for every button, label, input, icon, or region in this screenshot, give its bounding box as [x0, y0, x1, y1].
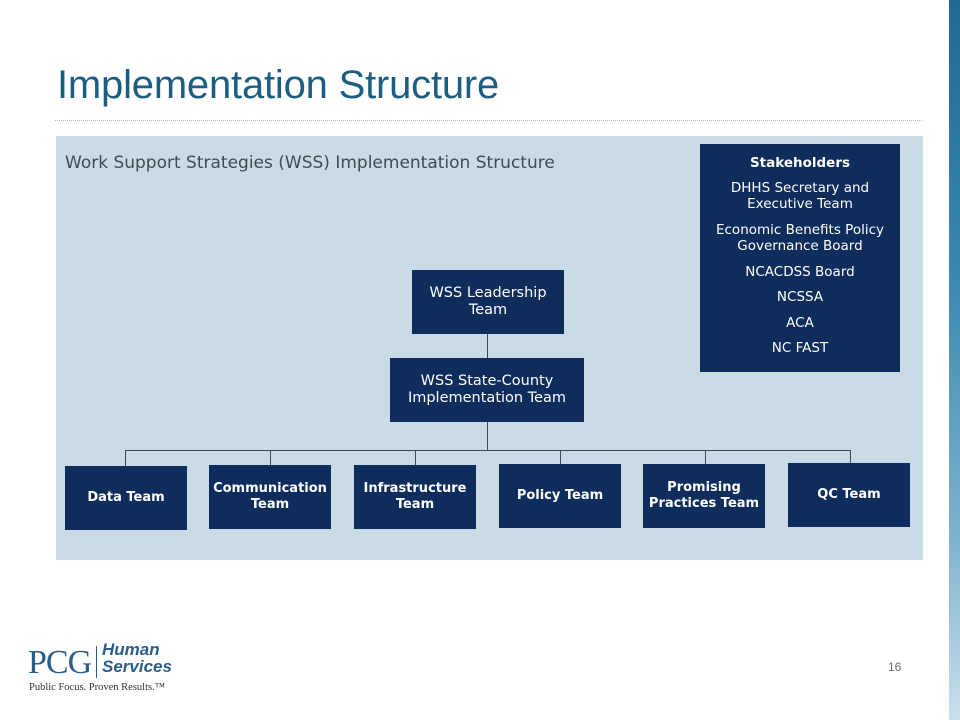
slide-title: Implementation Structure [57, 63, 500, 107]
promising-practices-line-2: Practices Team [648, 496, 760, 511]
wss-leadership-team-box: WSS Leadership Team [412, 270, 564, 334]
communication-team-line-2: Team [250, 497, 290, 512]
stakeholders-heading: Stakeholders [749, 155, 851, 171]
communication-team-line-1: Communication [213, 481, 327, 497]
connector-drop-policy [560, 450, 561, 466]
diagram-title: Work Support Strategies (WSS) Implementa… [65, 153, 555, 173]
leadership-line-2: Team [468, 302, 508, 318]
stakeholder-item: Economic Benefits Policy Governance Boar… [700, 222, 900, 255]
wss-state-county-team-box: WSS State-County Implementation Team [390, 358, 584, 422]
leadership-line-1: WSS Leadership [429, 284, 547, 301]
stakeholder-ncacdss: NCACDSS Board [745, 263, 855, 280]
data-team-label: Data Team [87, 490, 165, 506]
connector-leadership-to-statecounty [487, 333, 488, 359]
stakeholder-ebp-line-1: Economic Benefits Policy [715, 221, 885, 238]
logo-tagline: Public Focus. Proven Results.™ [29, 682, 166, 693]
logo-wordmark: Human Services [102, 640, 172, 676]
infrastructure-team-line-1: Infrastructure [363, 481, 467, 497]
org-chart-diagram: Work Support Strategies (WSS) Implementa… [56, 136, 923, 560]
policy-team-box: Policy Team [499, 464, 621, 528]
connector-drop-communication [270, 450, 271, 466]
qc-team-label: QC Team [817, 487, 881, 503]
stakeholder-aca: ACA [786, 314, 814, 331]
connector-drop-infrastructure [415, 450, 416, 466]
stakeholders-box: Stakeholders DHHS Secretary and Executiv… [700, 144, 900, 372]
stakeholder-ncssa: NCSSA [776, 289, 824, 306]
stakeholder-ebp-line-2: Governance Board [737, 238, 863, 255]
policy-team-label: Policy Team [516, 488, 604, 504]
connector-statecounty-to-bus [487, 421, 488, 451]
infrastructure-team-box: Infrastructure Team [354, 465, 476, 529]
stakeholder-nc-fast: NC FAST [771, 340, 829, 357]
data-team-box: Data Team [65, 466, 187, 530]
stakeholder-dhhs-line-2: Executive Team [747, 196, 853, 213]
stakeholder-dhhs-line-1: DHHS Secretary and [730, 180, 870, 196]
promising-practices-line-1: Promising [667, 480, 741, 496]
logo-brand: PCG [28, 644, 92, 681]
title-divider [55, 120, 922, 121]
state-county-line-1: WSS State-County [420, 372, 554, 389]
right-accent-bar [949, 0, 960, 720]
pcg-human-services-logo: PCG Human Services Public Focus. Proven … [28, 640, 198, 696]
connector-drop-data [125, 450, 126, 466]
connector-drop-qc [850, 450, 851, 466]
stakeholder-item: DHHS Secretary and Executive Team [700, 180, 900, 213]
connector-drop-promising [705, 450, 706, 466]
page-number: 16 [888, 660, 902, 674]
logo-line-2: Services [102, 656, 172, 676]
state-county-line-2: Implementation Team [407, 390, 567, 406]
communication-team-box: Communication Team [209, 465, 331, 529]
qc-team-box: QC Team [788, 463, 910, 527]
connector-horizontal-bus [125, 450, 850, 451]
logo-divider [96, 646, 97, 678]
promising-practices-team-box: Promising Practices Team [643, 464, 765, 528]
infrastructure-team-line-2: Team [395, 497, 435, 512]
logo-line-1: Human [102, 640, 160, 659]
